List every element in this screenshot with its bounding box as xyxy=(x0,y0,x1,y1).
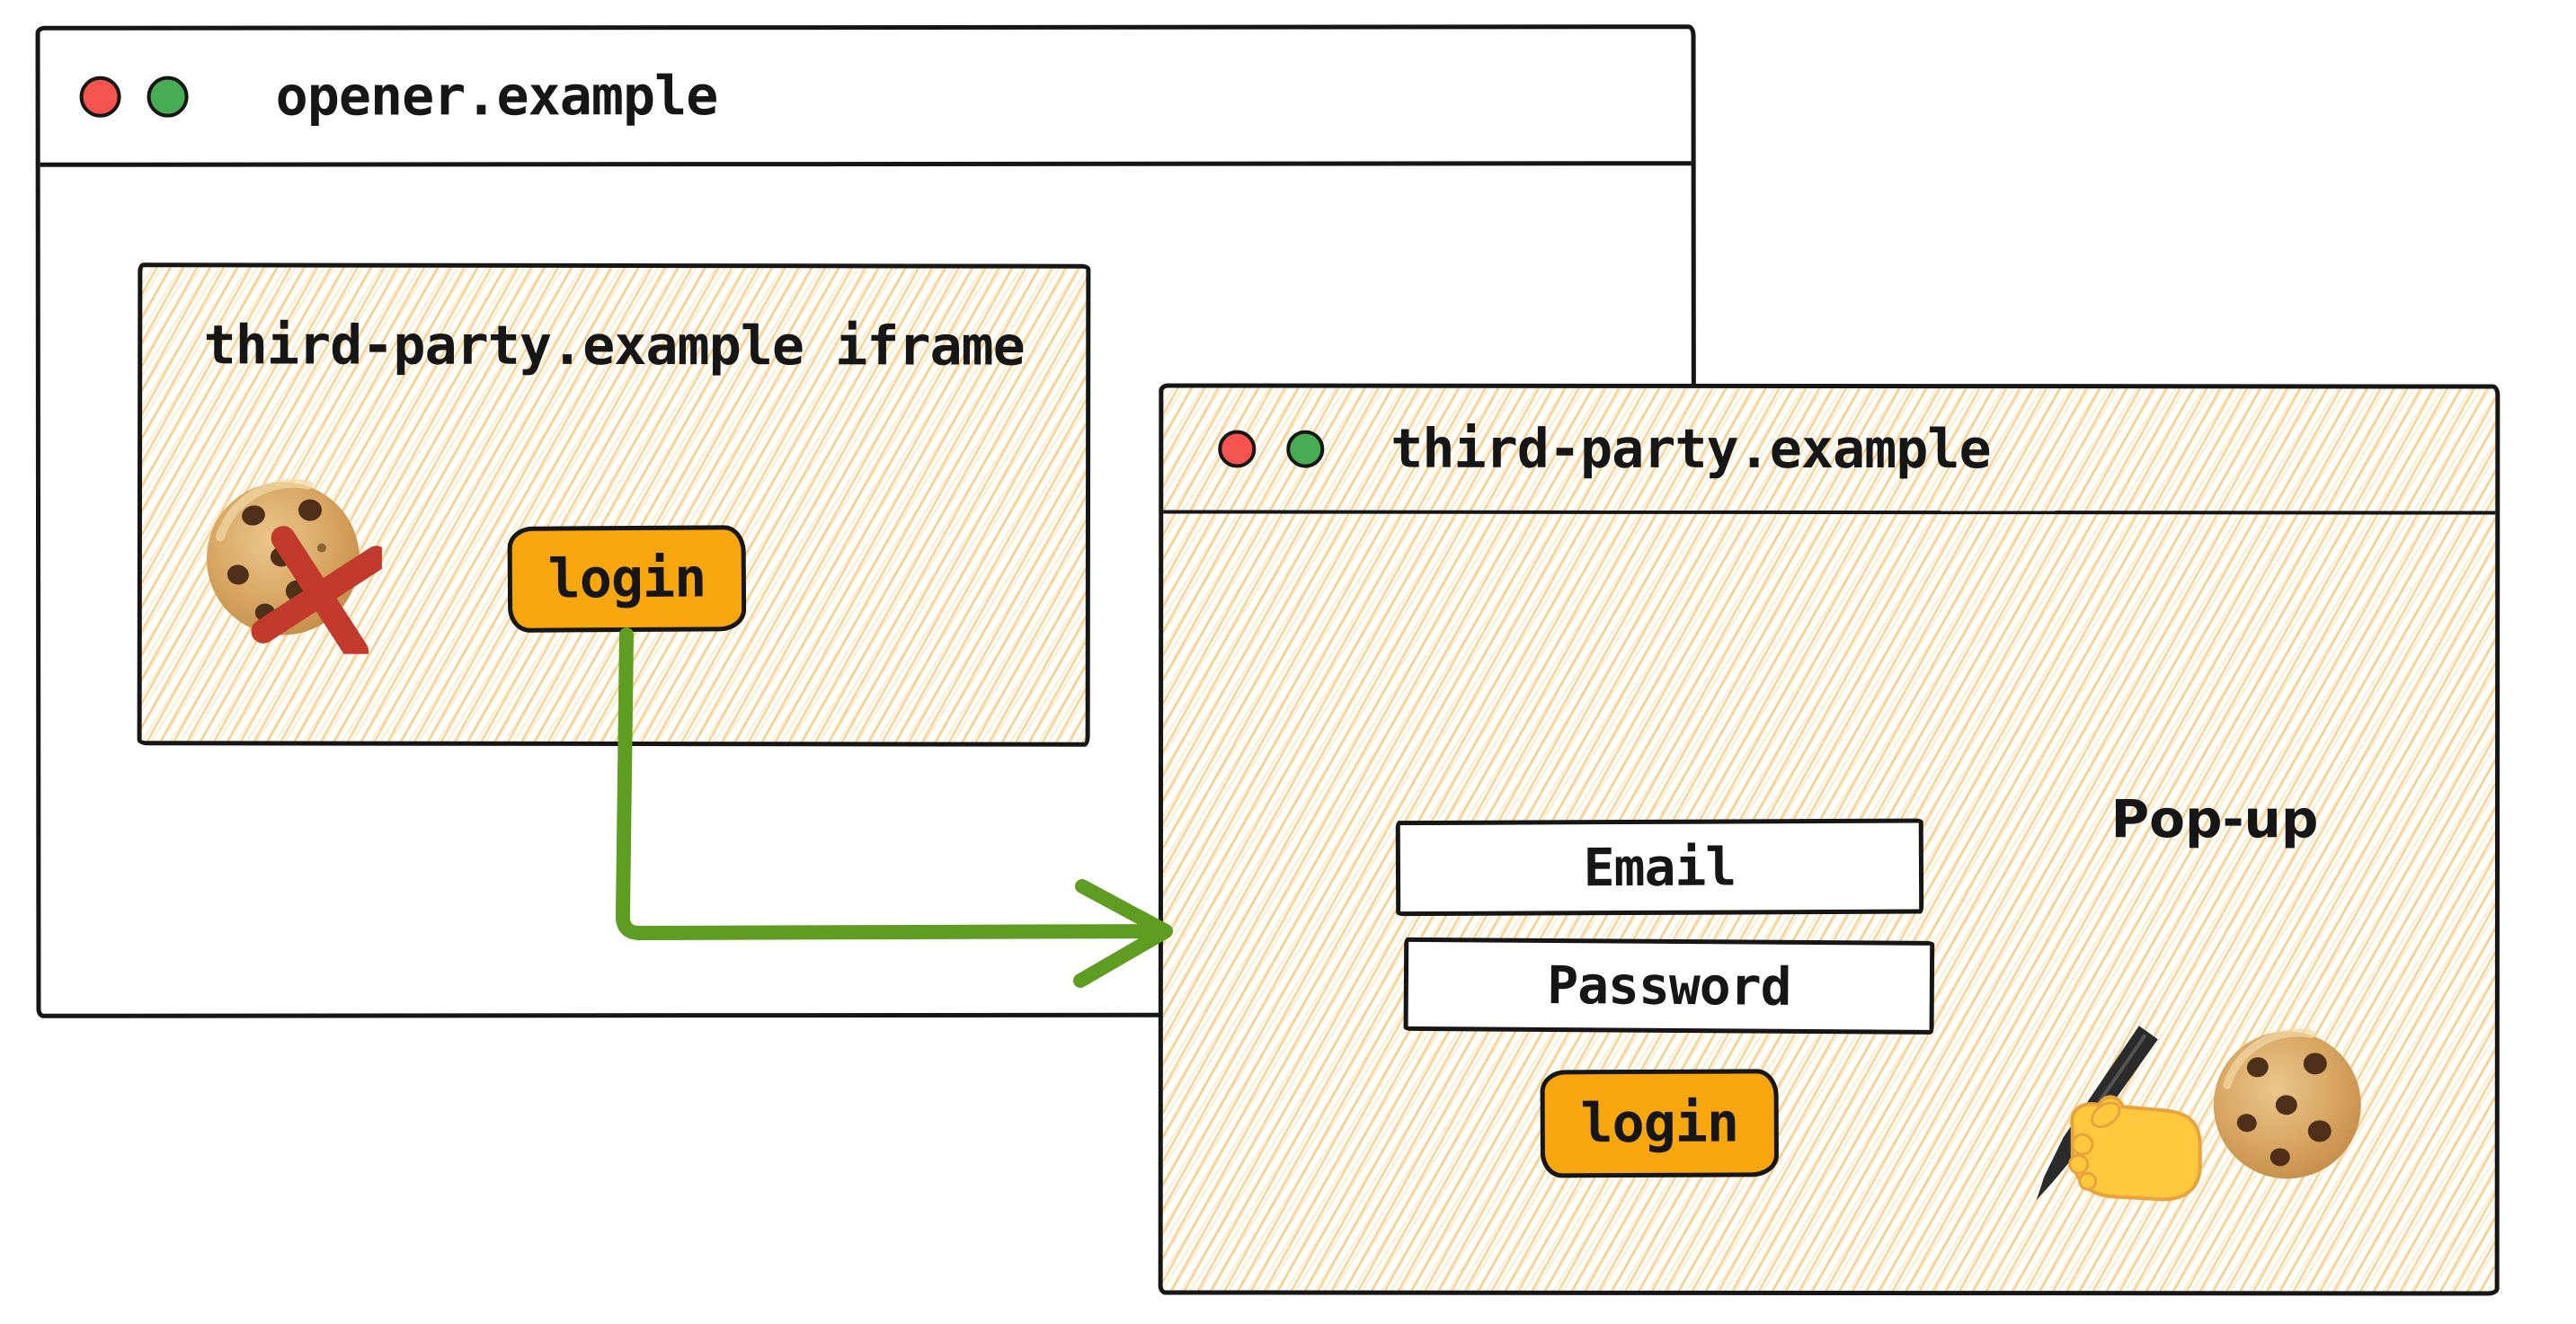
popup-window-title: third-party.example xyxy=(1390,417,1991,482)
popup-titlebar: third-party.example xyxy=(1163,387,2496,515)
iframe-login-button[interactable]: login xyxy=(507,525,747,633)
popup-body: Email Password login Pop-up xyxy=(1163,513,2496,1291)
writing-hand-icon xyxy=(2036,1026,2202,1202)
popup-browser-window: third-party.example Email Password login… xyxy=(1158,383,2500,1296)
iframe-heading: third-party.example iframe xyxy=(203,314,1025,378)
signin-cookie-illustration xyxy=(2036,1026,2361,1202)
password-field[interactable]: Password xyxy=(1403,937,1935,1035)
maximize-button-icon[interactable] xyxy=(1286,430,1325,468)
maximize-button-icon[interactable] xyxy=(147,76,189,118)
close-button-icon[interactable] xyxy=(1218,430,1257,468)
popup-login-button[interactable]: login xyxy=(1540,1069,1780,1178)
close-button-icon[interactable] xyxy=(79,76,121,118)
popup-label: Pop-up xyxy=(2110,788,2319,850)
blocked-x-icon xyxy=(251,526,383,654)
opener-window-title: opener.example xyxy=(275,64,718,129)
third-party-iframe-box: third-party.example iframe xyxy=(137,262,1091,747)
opener-titlebar: opener.example xyxy=(40,29,1692,167)
blocked-cookie-icon xyxy=(206,478,383,654)
email-field[interactable]: Email xyxy=(1395,818,1924,917)
cookie-icon xyxy=(2213,1028,2361,1179)
